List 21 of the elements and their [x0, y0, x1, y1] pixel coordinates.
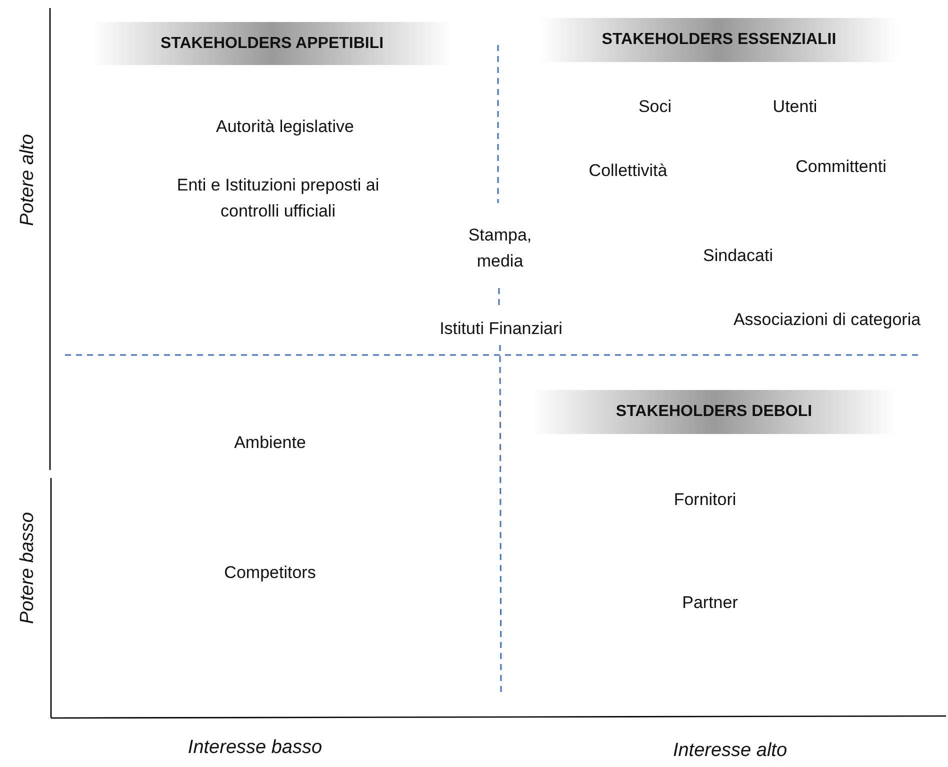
- stakeholder-label: Utenti: [772, 97, 818, 117]
- stakeholder-label: Committenti: [796, 157, 886, 177]
- stakeholder-label: Soci: [638, 97, 672, 117]
- quadrant-title: STAKEHOLDERS ESSENZIALII: [602, 31, 836, 49]
- axis-label: Interesse basso: [188, 737, 322, 759]
- stakeholder-label: Sindacati: [703, 246, 773, 266]
- stakeholder-label: Istituti Finanziari: [440, 319, 562, 339]
- quadrant-title: STAKEHOLDERS APPETIBILI: [160, 34, 384, 52]
- stakeholder-label: Ambiente: [234, 433, 306, 453]
- stakeholder-label: Enti e Istituzioni preposti ai controlli ufficiali: [176, 174, 380, 222]
- axis-label: Potere basso: [17, 512, 39, 624]
- axis-label: Interesse alto: [672, 740, 788, 762]
- stakeholder-label: Associazioni di categoria: [733, 310, 921, 330]
- stakeholder-label: Competitors: [224, 563, 316, 583]
- quadrant-title: STAKEHOLDERS DEBOLI: [616, 403, 812, 421]
- stakeholder-label: Stampa, media: [467, 224, 533, 272]
- stakeholder-label: Fornitori: [674, 490, 736, 510]
- axis-label: Potere alto: [17, 134, 39, 226]
- stakeholder-label: Partner: [682, 593, 738, 613]
- stakeholder-label: Autorità legislative: [216, 117, 354, 137]
- stakeholder-label: Collettività: [588, 161, 668, 181]
